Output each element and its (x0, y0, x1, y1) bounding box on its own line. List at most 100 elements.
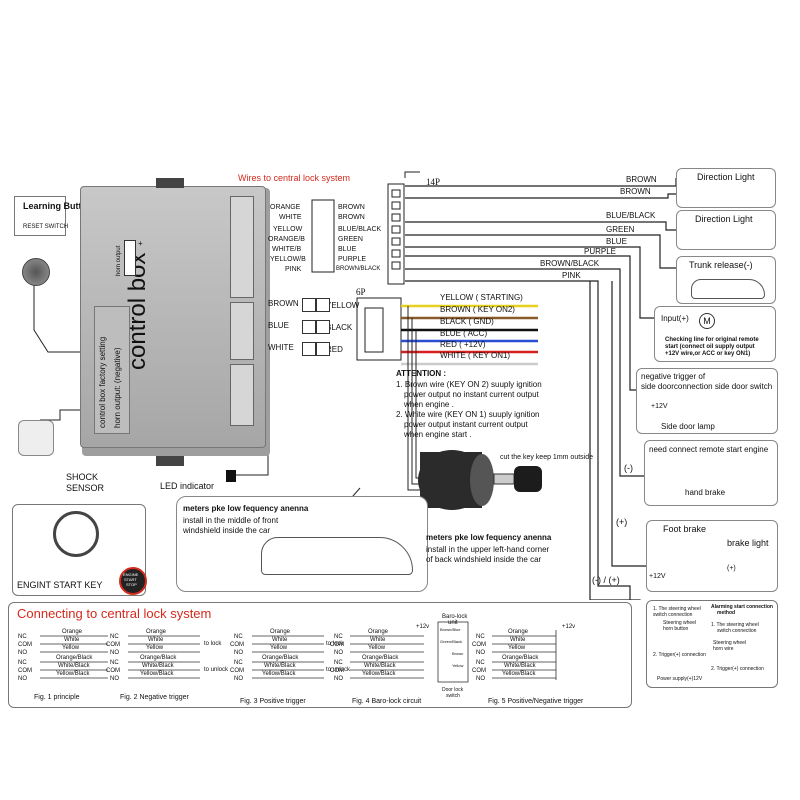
checking-line-0: Checking line for original remote (665, 337, 759, 343)
f4-row-3: NC (334, 660, 343, 666)
learning-button-title: Learning Button (23, 201, 93, 211)
f2-to-lock: to lock (204, 641, 222, 647)
control-box-port-aux (230, 364, 254, 426)
wiring-svg (33, 171, 698, 600)
f5-row-3: NC (476, 660, 485, 666)
f4-wire-2: Yellow (368, 645, 386, 651)
f4-wire-3: Orange/Black (362, 655, 399, 661)
alarm-title-0: Alarming start connection (711, 604, 773, 610)
out-wire-1: BROWN (620, 187, 651, 196)
remote-start-box: need connect remote start engine hand br… (644, 440, 778, 506)
pin-right-1: BROWN (338, 214, 365, 221)
f4-row-4: COM (330, 668, 344, 674)
f4-baro-switch-1: switch (446, 693, 460, 699)
pin-left-3: ORANGE/B (268, 236, 305, 243)
f4-baro-switch-0: Door lock (442, 687, 464, 693)
f1-wire-2: Yellow (62, 645, 80, 651)
f5-row-0: NC (476, 634, 485, 640)
alarm-steer-wire-1: horn wire (713, 646, 734, 652)
out-wire-3: GREEN (606, 225, 635, 234)
alarm-steer-wire-0: Steering wheel (713, 640, 747, 646)
hand-brake: hand brake (685, 488, 726, 497)
f2-wire-4: White/Black (142, 663, 174, 669)
central-lock-header: Wires to central lock system (238, 173, 351, 183)
alarm-item1-0: 1. The steering wheel (653, 606, 701, 612)
f5-row-5: NO (476, 676, 485, 682)
f4-wire-4: White/Black (364, 663, 396, 669)
steering-wheel-icon (53, 511, 99, 557)
f1-wire-4: White/Black (58, 663, 90, 669)
f1-wire-3: Orange/Black (56, 655, 93, 661)
f4-baro-1: unit (448, 620, 458, 626)
foot-brake-plus: (+) (616, 517, 628, 527)
antenna-box: meters pke low fequency anenna install i… (176, 496, 428, 592)
attention-2c: when engine start . (404, 430, 472, 439)
ignition-key-note: cut the key keep 1mm outside (500, 454, 593, 461)
f1-row-1: COM (18, 642, 32, 648)
alarm-power: Power supply(+)12V (657, 676, 703, 682)
engine-start-button[interactable]: ENGINE START STOP (119, 567, 147, 595)
f4-wire-0: Orange (368, 629, 389, 635)
antenna1-desc-1: windshield inside the car (183, 526, 271, 535)
f3-row-5: NO (234, 676, 243, 682)
f3-row-0: NC (234, 634, 243, 640)
f3-row-4: COM (230, 668, 244, 674)
door-lamp: Side door lamp (661, 422, 715, 431)
remote-start-minus: (-) (624, 463, 633, 473)
f1-row-2: NO (18, 650, 27, 656)
f5-row-4: COM (472, 668, 486, 674)
alarm-title-1: method (717, 610, 736, 616)
led-indicator-label: LED indicator (160, 481, 215, 491)
f3-wire-3: Orange/Black (262, 655, 299, 661)
learning-button-box: Learning Button RESET SWITCH (14, 196, 93, 236)
out-wire-4: BLUE (606, 237, 627, 246)
attention-title: ATTENTION : (396, 369, 447, 378)
6p-left-2: WHITE (268, 343, 294, 352)
out-wire-5: PURPLE (584, 247, 617, 256)
direction-light-1: Direction Light (697, 172, 755, 182)
input-plus: Input(+) (661, 314, 689, 323)
shock-sensor-label: SHOCK SENSOR (66, 472, 105, 493)
ign-wire-3: BLUE ( ACC) (440, 329, 488, 338)
central-lock-section: Connecting to central lock system (8, 602, 632, 708)
door-trigger-1: negative trigger of (641, 372, 706, 381)
factory-setting-line1: control box factory setting (98, 336, 107, 428)
f3-wire-1: White (272, 637, 288, 643)
f5-wire-5: Yellow/Black (502, 671, 536, 677)
horn-output-label: horn output (116, 245, 122, 276)
f3-to-lock: to lock (326, 641, 344, 647)
ign-wire-4: RED ( +12V) (440, 340, 486, 349)
horn-plus: + (138, 239, 143, 248)
ign-wire-5: WHITE ( KEY ON1) (440, 351, 511, 360)
alarm-horn-0: Steering wheel (663, 620, 697, 626)
direction-light-2: Direction Light (695, 214, 753, 224)
sedan-icon (261, 537, 413, 575)
pin-left-0: ORANGE (270, 204, 301, 211)
horn-output-jumper[interactable] (124, 240, 136, 276)
direction-light-1-box: Direction Light (676, 168, 776, 208)
pin-left-5: YELLOW/B (270, 256, 306, 263)
f3-row-1: COM (230, 642, 244, 648)
pin-right-2: BLUE/BLACK (338, 226, 382, 233)
6p-pin (316, 320, 330, 334)
f4-wire-1: White (370, 637, 386, 643)
foot-brake: Foot brake (663, 524, 707, 534)
f4-plus12: +12v (416, 624, 430, 630)
6p-pin (316, 298, 330, 312)
plus-minus: (-) / (+) (592, 575, 620, 585)
dashboard-box: ENGINT START KEY ENGINE START STOP (12, 504, 147, 596)
ign-wire-1: BROWN ( KEY ON2) (440, 305, 515, 314)
alarm-item2-right: 2. Trigger(+) connection (711, 666, 764, 672)
remote-start-title: need connect remote start engine (649, 445, 769, 454)
attention-1b: power output no instant current output (404, 390, 539, 399)
6p-pin (302, 298, 316, 312)
connector-6p-label: 6P (356, 287, 366, 297)
f4-baro-wire-0: Brown/Blue (440, 627, 461, 632)
f3-row-3: NC (234, 660, 243, 666)
f1-row-3: NC (18, 660, 27, 666)
learning-button[interactable] (22, 258, 50, 286)
btn-text-2: STOP (126, 582, 137, 587)
f2-wire-3: Orange/Black (140, 655, 177, 661)
f1-wire-1: White (64, 637, 80, 643)
f4-row-1: COM (330, 642, 344, 648)
